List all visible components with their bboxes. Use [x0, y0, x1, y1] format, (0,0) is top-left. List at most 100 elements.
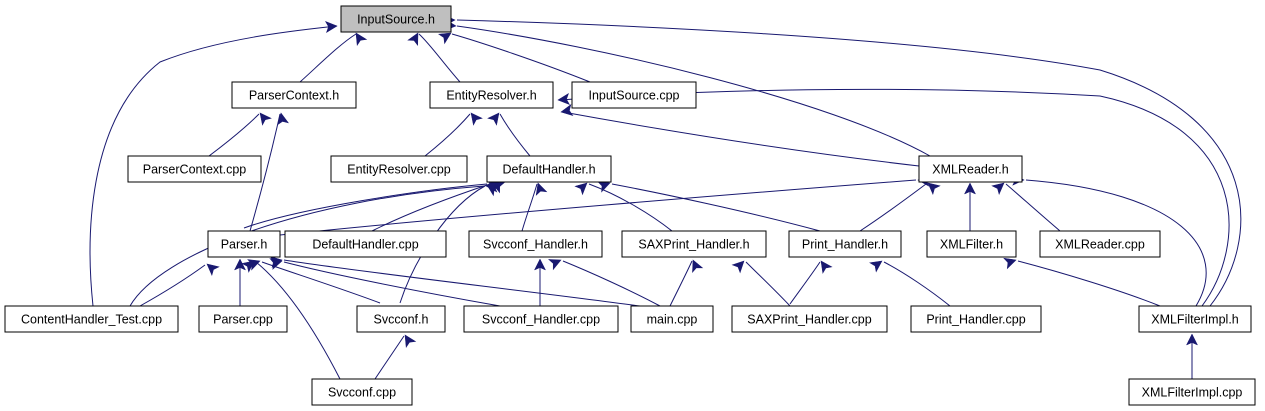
node-box-svcconf_handler_h[interactable]: [468, 230, 603, 258]
edge-print_handler_cpp-to-print_handler_h: [869, 260, 951, 307]
node-box-parser_cpp[interactable]: [198, 305, 288, 333]
node-entityresolver_h[interactable]: EntityResolver.h: [429, 81, 554, 109]
node-print_handler_cpp[interactable]: Print_Handler.cpp: [910, 305, 1042, 333]
node-label-saxprint_handler_h: SAXPrint_Handler.h: [638, 237, 749, 251]
node-box-xmlreader_cpp[interactable]: [1039, 230, 1161, 258]
edge-xmlfilterimpl_h-to-entityresolver_h: [557, 88, 1230, 307]
edge-print_handler_h-to-xmlreader_h: [859, 182, 941, 232]
node-svcconf_handler_cpp[interactable]: Svcconf_Handler.cpp: [463, 305, 619, 333]
node-label-svcconf_handler_cpp: Svcconf_Handler.cpp: [482, 312, 600, 326]
edge-xmlreader_cpp-to-xmlreader_h: [991, 182, 1061, 232]
node-parser_cpp[interactable]: Parser.cpp: [198, 305, 288, 333]
node-box-parsercontext_h[interactable]: [231, 81, 357, 109]
node-saxprint_handler_cpp[interactable]: SAXPrint_Handler.cpp: [731, 305, 888, 333]
node-label-parsercontext_cpp: ParserContext.cpp: [143, 162, 247, 176]
edge-svcconf_cpp-to-svcconf_h: [374, 334, 417, 380]
node-label-svcconf_h: Svcconf.h: [374, 312, 429, 326]
edge-main_cpp-to-parser_h: [269, 256, 641, 307]
node-parser_h[interactable]: Parser.h: [207, 230, 281, 258]
edge-entityresolver_h-to-inputsource_h: [407, 32, 461, 83]
node-label-xmlreader_h: XMLReader.h: [932, 162, 1008, 176]
node-box-defaulthandler_h[interactable]: [486, 155, 612, 183]
node-box-main_cpp[interactable]: [630, 305, 714, 333]
edge-svcconf_handler_h-to-defaulthandler_h: [521, 182, 548, 232]
edge-saxprint_handler_cpp-to-saxprint_handler_h: [731, 260, 791, 307]
node-box-xmlfilterimpl_cpp[interactable]: [1128, 378, 1256, 406]
node-label-print_handler_h: Print_Handler.h: [802, 237, 888, 251]
edge-parsercontext_cpp-to-parsercontext_h: [208, 112, 272, 157]
node-box-defaulthandler_cpp[interactable]: [284, 230, 447, 258]
node-label-svcconf_handler_h: Svcconf_Handler.h: [483, 237, 588, 251]
edge-svcconf_cpp-to-parser_h: [241, 260, 341, 380]
node-box-inputsource_h[interactable]: [340, 5, 452, 33]
node-inputsource_h[interactable]: InputSource.h: [340, 5, 452, 33]
node-label-xmlfilter_h: XMLFilter.h: [940, 237, 1003, 251]
node-label-entityresolver_h: EntityResolver.h: [446, 88, 536, 102]
node-defaulthandler_h[interactable]: DefaultHandler.h: [486, 155, 612, 183]
node-label-parser_cpp: Parser.cpp: [213, 312, 273, 326]
node-box-entityresolver_h[interactable]: [429, 81, 554, 109]
node-box-svcconf_handler_cpp[interactable]: [463, 305, 619, 333]
node-box-parser_h[interactable]: [207, 230, 281, 258]
edge-contenthandler_test-to-inputsource_h: [89, 20, 338, 307]
node-inputsource_cpp[interactable]: InputSource.cpp: [571, 81, 697, 109]
node-entityresolver_cpp[interactable]: EntityResolver.cpp: [330, 155, 468, 183]
node-box-svcconf_cpp[interactable]: [311, 378, 413, 406]
edge-saxprint_handler_cpp-to-print_handler_h: [789, 260, 833, 305]
node-parsercontext_h[interactable]: ParserContext.h: [231, 81, 357, 109]
node-label-parsercontext_h: ParserContext.h: [249, 88, 339, 102]
node-box-xmlreader_h[interactable]: [918, 155, 1023, 183]
node-box-saxprint_handler_h[interactable]: [621, 230, 767, 258]
node-box-contenthandler_test[interactable]: [4, 305, 179, 333]
node-label-svcconf_cpp: Svcconf.cpp: [328, 385, 396, 399]
node-xmlreader_cpp[interactable]: XMLReader.cpp: [1039, 230, 1161, 258]
edge-main_cpp-to-svcconf_handler_h: [548, 259, 661, 307]
node-label-contenthandler_test: ContentHandler_Test.cpp: [21, 312, 162, 326]
node-main_cpp[interactable]: main.cpp: [630, 305, 714, 333]
node-print_handler_h[interactable]: Print_Handler.h: [788, 230, 902, 258]
node-defaulthandler_cpp[interactable]: DefaultHandler.cpp: [284, 230, 447, 258]
edge-entityresolver_cpp-to-entityresolver_h: [424, 112, 483, 157]
node-box-svcconf_h[interactable]: [356, 305, 446, 333]
edge-defaulthandler_h-to-entityresolver_h: [487, 112, 531, 157]
node-box-inputsource_cpp[interactable]: [571, 81, 697, 109]
node-saxprint_handler_h[interactable]: SAXPrint_Handler.h: [621, 230, 767, 258]
node-label-saxprint_handler_cpp: SAXPrint_Handler.cpp: [747, 312, 871, 326]
node-label-print_handler_cpp: Print_Handler.cpp: [926, 312, 1025, 326]
edge-parser_cpp-to-parser_h: [233, 258, 247, 306]
edge-xmlfilter_h-to-xmlreader_h: [963, 182, 977, 231]
node-xmlreader_h[interactable]: XMLReader.h: [918, 155, 1023, 183]
node-label-xmlfilterimpl_cpp: XMLFilterImpl.cpp: [1142, 385, 1243, 399]
edge-svcconf_handler_cpp-to-svcconf_handler_h: [533, 258, 547, 306]
node-svcconf_h[interactable]: Svcconf.h: [356, 305, 446, 333]
node-svcconf_cpp[interactable]: Svcconf.cpp: [311, 378, 413, 406]
node-box-parsercontext_cpp[interactable]: [127, 155, 262, 183]
node-svcconf_handler_h[interactable]: Svcconf_Handler.h: [468, 230, 603, 258]
edge-xmlfilterimpl_h-to-xmlfilter_h: [1003, 257, 1161, 307]
edge-print_handler_h-to-defaulthandler_h: [597, 181, 821, 232]
node-parsercontext_cpp[interactable]: ParserContext.cpp: [127, 155, 262, 183]
node-box-print_handler_h[interactable]: [788, 230, 902, 258]
edge-parser_h-to-parsercontext_h: [249, 112, 289, 232]
node-box-xmlfilter_h[interactable]: [926, 230, 1017, 258]
node-xmlfilterimpl_cpp[interactable]: XMLFilterImpl.cpp: [1128, 378, 1256, 406]
edge-contenthandler_test-to-parser_h: [139, 263, 220, 307]
node-xmlfilter_h[interactable]: XMLFilter.h: [926, 230, 1017, 258]
edge-parsercontext_h-to-inputsource_h: [299, 32, 368, 83]
node-label-main_cpp: main.cpp: [647, 312, 698, 326]
node-label-defaulthandler_cpp: DefaultHandler.cpp: [312, 237, 418, 251]
node-contenthandler_test[interactable]: ContentHandler_Test.cpp: [4, 305, 179, 333]
node-label-inputsource_h: InputSource.h: [357, 12, 435, 26]
node-box-xmlfilterimpl_h[interactable]: [1138, 305, 1252, 333]
node-box-saxprint_handler_cpp[interactable]: [731, 305, 888, 333]
node-label-xmlreader_cpp: XMLReader.cpp: [1055, 237, 1145, 251]
node-box-entityresolver_cpp[interactable]: [330, 155, 468, 183]
node-box-print_handler_cpp[interactable]: [910, 305, 1042, 333]
edge-main_cpp-to-saxprint_handler_h: [669, 259, 704, 307]
node-xmlfilterimpl_h[interactable]: XMLFilterImpl.h: [1138, 305, 1252, 333]
edge-xmlfilterimpl_cpp-to-xmlfilterimpl_h: [1185, 333, 1199, 380]
edges-layer: [89, 14, 1242, 380]
